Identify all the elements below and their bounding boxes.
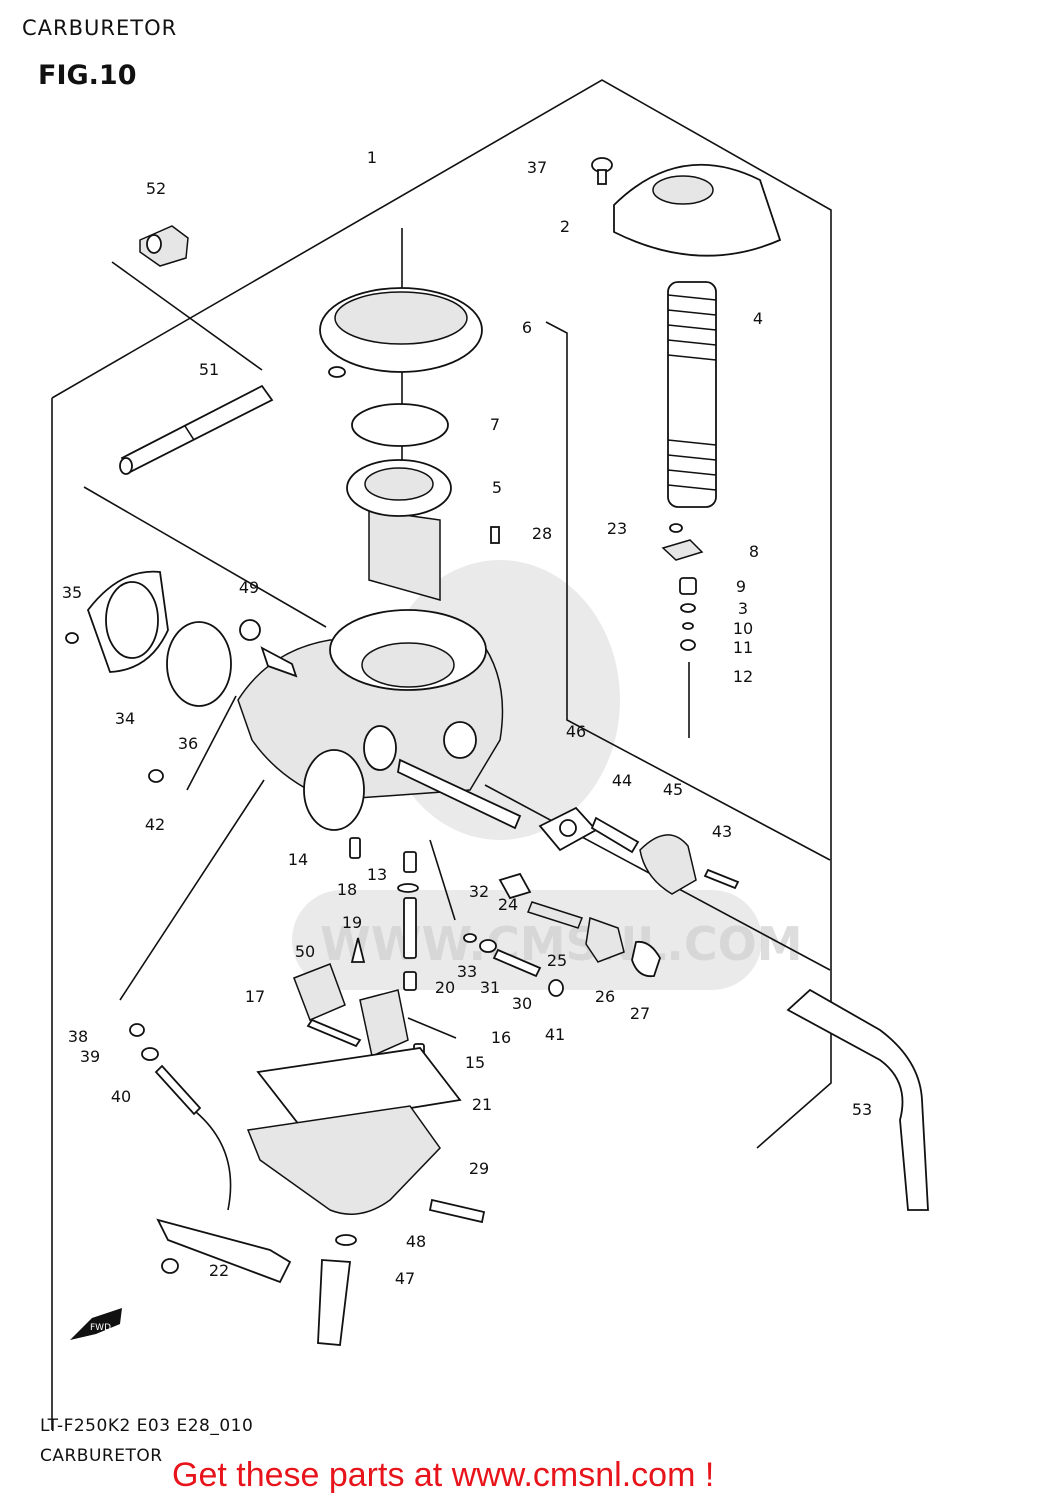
callout-48: 48 [406,1232,426,1251]
callout-50: 50 [295,942,315,961]
callout-53: 53 [852,1100,872,1119]
callout-37: 37 [527,158,547,177]
callout-30: 30 [512,994,532,1013]
callout-19: 19 [342,913,362,932]
callout-11: 11 [733,638,753,657]
callout-6: 6 [522,318,532,337]
callout-25: 25 [547,951,567,970]
callout-9: 9 [736,577,746,596]
callout-49: 49 [239,578,259,597]
callout-3: 3 [738,599,748,618]
callout-45: 45 [663,780,683,799]
callout-26: 26 [595,987,615,1006]
callout-1: 1 [367,148,377,167]
callout-41: 41 [545,1025,565,1044]
callout-47: 47 [395,1269,415,1288]
callout-43: 43 [712,822,732,841]
callout-32: 32 [469,882,489,901]
fwd-text: FWD [90,1323,111,1333]
page-title: CARBURETOR [22,16,178,40]
callout-35: 35 [62,583,82,602]
part-34-36-gaskets [65,570,232,707]
callout-13: 13 [367,865,387,884]
callout-39: 39 [80,1047,100,1066]
part-4-spring [667,281,717,508]
part-53-hose [786,988,929,1211]
callout-38: 38 [68,1027,88,1046]
footer-title: CARBURETOR [40,1446,163,1466]
part-5-piston [346,459,452,601]
throttle-shaft [397,758,522,830]
callout-23: 23 [607,519,627,538]
part-7-ring [351,403,449,447]
part-28-screw [490,526,500,544]
carburetor-body [237,609,504,831]
part-15-17-float [293,963,457,1061]
callout-8: 8 [749,542,759,561]
callout-15: 15 [465,1053,485,1072]
part-21-float-bowl [246,1047,462,1215]
part-37-screw [591,157,613,185]
callout-33: 33 [457,962,477,981]
part-52-cap [139,225,189,267]
callout-5: 5 [492,478,502,497]
callout-36: 36 [178,734,198,753]
callout-44: 44 [612,771,632,790]
callout-52: 52 [146,179,166,198]
callout-22: 22 [209,1261,229,1280]
callout-17: 17 [245,987,265,1006]
callout-27: 27 [630,1004,650,1023]
callout-labels: 1234567891011121314151617181920212223242… [62,148,872,1288]
watermark-text: WWW.CMSNL.COM [320,917,803,971]
callout-42: 42 [145,815,165,834]
callout-4: 4 [753,309,763,328]
callout-24: 24 [498,895,518,914]
part-43-46-float-assembly [538,806,740,895]
part-8-12-needle-set [661,523,704,738]
callout-16: 16 [491,1028,511,1047]
footer-code: LT-F250K2 E03 E28_010 [40,1416,254,1436]
part-42-clip [148,769,164,783]
part-49-nut [239,619,261,641]
callout-14: 14 [288,850,308,869]
part-6-diaphragm [319,287,483,378]
part-13-20-jets [349,837,419,991]
part-24-41-fittings [463,872,661,997]
callout-10: 10 [733,619,753,638]
callout-28: 28 [532,524,552,543]
callout-2: 2 [560,217,570,236]
figure-label: FIG.10 [38,60,137,91]
callout-20: 20 [435,978,455,997]
callout-18: 18 [337,880,357,899]
callout-51: 51 [199,360,219,379]
part-22-48-misc [156,1198,486,1346]
callout-21: 21 [472,1095,492,1114]
callout-29: 29 [469,1159,489,1178]
callout-12: 12 [733,667,753,686]
forward-direction-badge: FWD [70,1308,122,1340]
callout-7: 7 [490,415,500,434]
part-38-40-drain [129,1023,232,1211]
promo-text[interactable]: Get these parts at www.cmsnl.com ! [172,1456,715,1494]
callout-31: 31 [480,978,500,997]
part-2-top-cover [613,163,782,257]
callout-46: 46 [566,722,586,741]
callout-34: 34 [115,709,135,728]
assembly-outline [51,79,832,1430]
part-51-tube [119,384,274,475]
callout-40: 40 [111,1087,131,1106]
